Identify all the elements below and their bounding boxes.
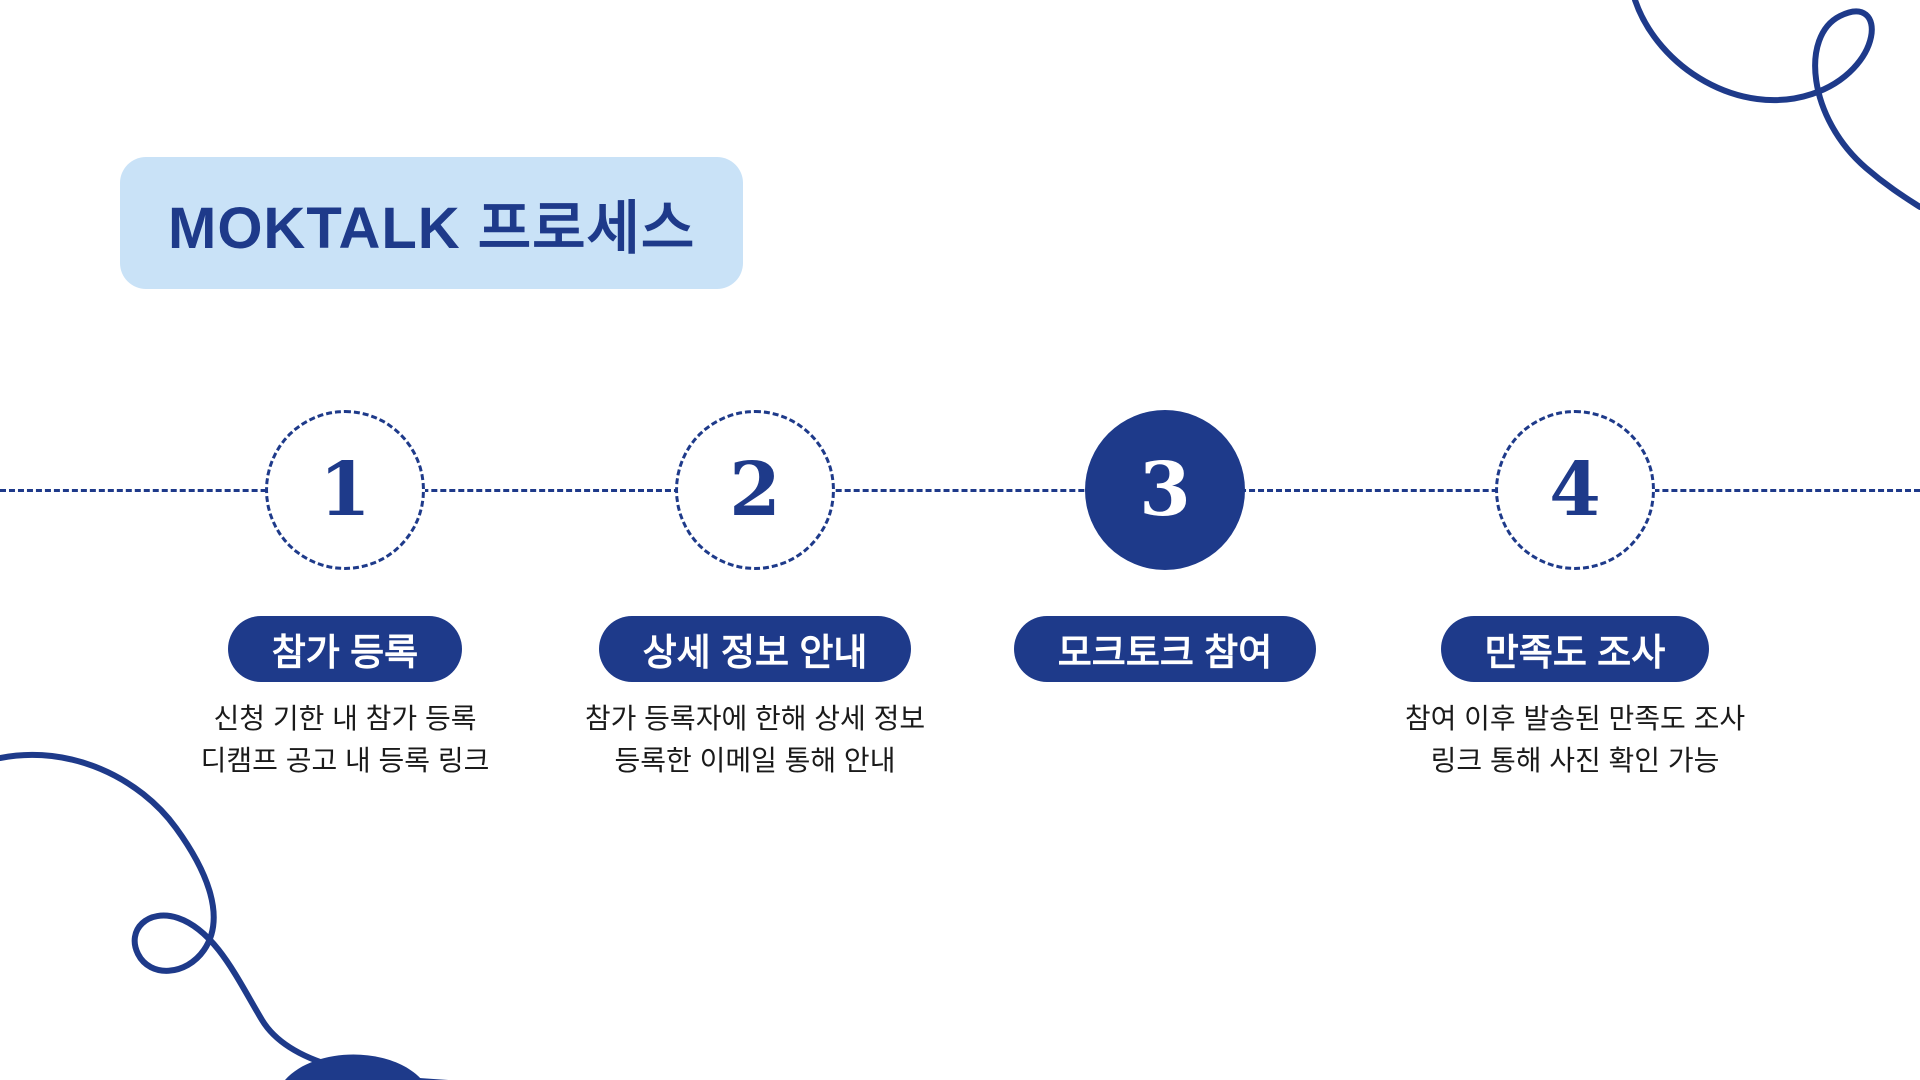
step-2-label-pill: 상세 정보 안내	[598, 616, 912, 682]
step-1-desc-line-2: 디캠프 공고 내 등록 링크	[200, 745, 490, 776]
step-4-description: 참여 이후 발송된 만족도 조사 링크 통해 사진 확인 가능	[1405, 698, 1745, 782]
step-2-number: 2	[729, 447, 781, 533]
step-4-label: 만족도 조사	[1484, 632, 1666, 673]
step-1-label-pill: 참가 등록	[227, 616, 463, 682]
timeline-line	[0, 489, 1920, 492]
process-steps: 1 참가 등록 신청 기한 내 참가 등록 디캠프 공고 내 등록 링크 2 상…	[0, 410, 1920, 782]
step-2-description: 참가 등록자에 한해 상세 정보 등록한 이메일 통해 안내	[585, 698, 925, 782]
page-title: MOKTALK 프로세스	[168, 196, 696, 261]
step-1-desc-line-1: 신청 기한 내 참가 등록	[213, 703, 477, 734]
decorative-squiggle-top-right-icon	[1632, 0, 1920, 210]
step-2-desc-line-1: 참가 등록자에 한해 상세 정보	[584, 703, 926, 734]
step-4-desc-line-2: 링크 통해 사진 확인 가능	[1430, 745, 1720, 776]
step-4-number-circle: 4	[1495, 410, 1655, 570]
step-2-desc-line-2: 등록한 이메일 통해 안내	[614, 745, 896, 776]
title-badge: MOKTALK 프로세스	[120, 157, 744, 289]
step-1-number: 1	[319, 447, 371, 533]
step-1: 1 참가 등록 신청 기한 내 참가 등록 디캠프 공고 내 등록 링크	[140, 410, 550, 782]
step-2-number-circle: 2	[675, 410, 835, 570]
decorative-squiggle-bottom-left-icon	[0, 751, 449, 1080]
step-3-label-pill: 모크토크 참여	[1013, 616, 1317, 682]
step-1-label: 참가 등록	[271, 632, 419, 673]
step-2-label: 상세 정보 안내	[642, 632, 868, 673]
step-1-description: 신청 기한 내 참가 등록 디캠프 공고 내 등록 링크	[201, 698, 490, 782]
step-3-label: 모크토크 참여	[1057, 632, 1273, 673]
step-1-number-circle: 1	[265, 410, 425, 570]
step-4-number: 4	[1549, 447, 1601, 533]
step-4-label-pill: 만족도 조사	[1440, 616, 1710, 682]
step-3-number-circle: 3	[1085, 410, 1245, 570]
step-3-number: 3	[1139, 447, 1191, 533]
step-4: 4 만족도 조사 참여 이후 발송된 만족도 조사 링크 통해 사진 확인 가능	[1370, 410, 1780, 782]
step-4-desc-line-1: 참여 이후 발송된 만족도 조사	[1404, 703, 1746, 734]
step-3: 3 모크토크 참여	[960, 410, 1370, 782]
step-2: 2 상세 정보 안내 참가 등록자에 한해 상세 정보 등록한 이메일 통해 안…	[550, 410, 960, 782]
